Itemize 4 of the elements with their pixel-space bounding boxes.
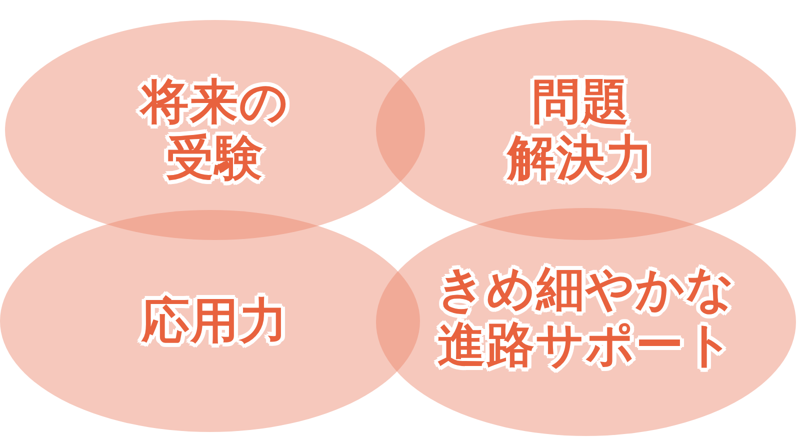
- topic-label: 問題解決力: [508, 74, 654, 186]
- topic-label: 将来の受験: [141, 74, 289, 186]
- topic-label: きめ細やかな進路サポート: [436, 261, 736, 373]
- topic-label: 応用力: [142, 293, 288, 349]
